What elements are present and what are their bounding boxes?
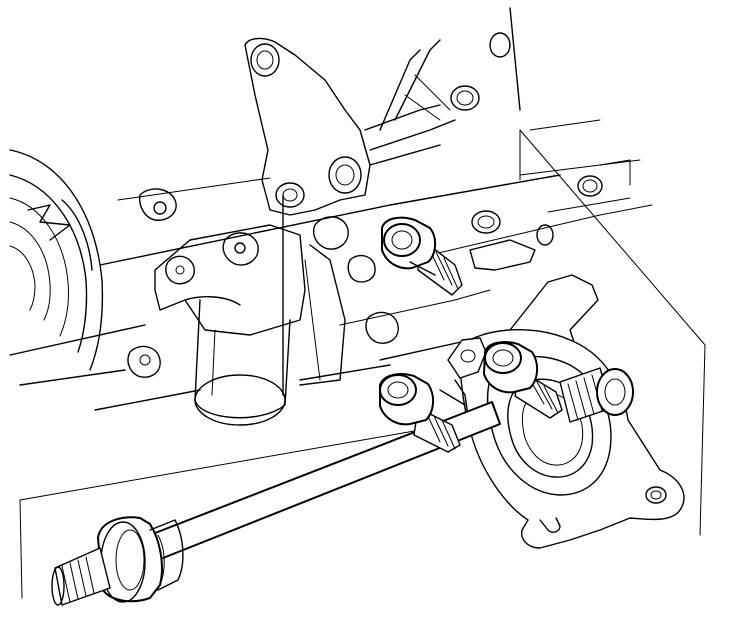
intermediate-shaft xyxy=(51,367,634,606)
bearing-bolt-lower-left xyxy=(379,373,466,453)
engine-block xyxy=(9,7,653,426)
bearing-bolt-lower-right xyxy=(483,341,563,419)
cutaway-plane xyxy=(19,129,706,599)
upper-mount-bracket xyxy=(244,37,480,216)
bearing-bolt-upper xyxy=(381,216,463,296)
